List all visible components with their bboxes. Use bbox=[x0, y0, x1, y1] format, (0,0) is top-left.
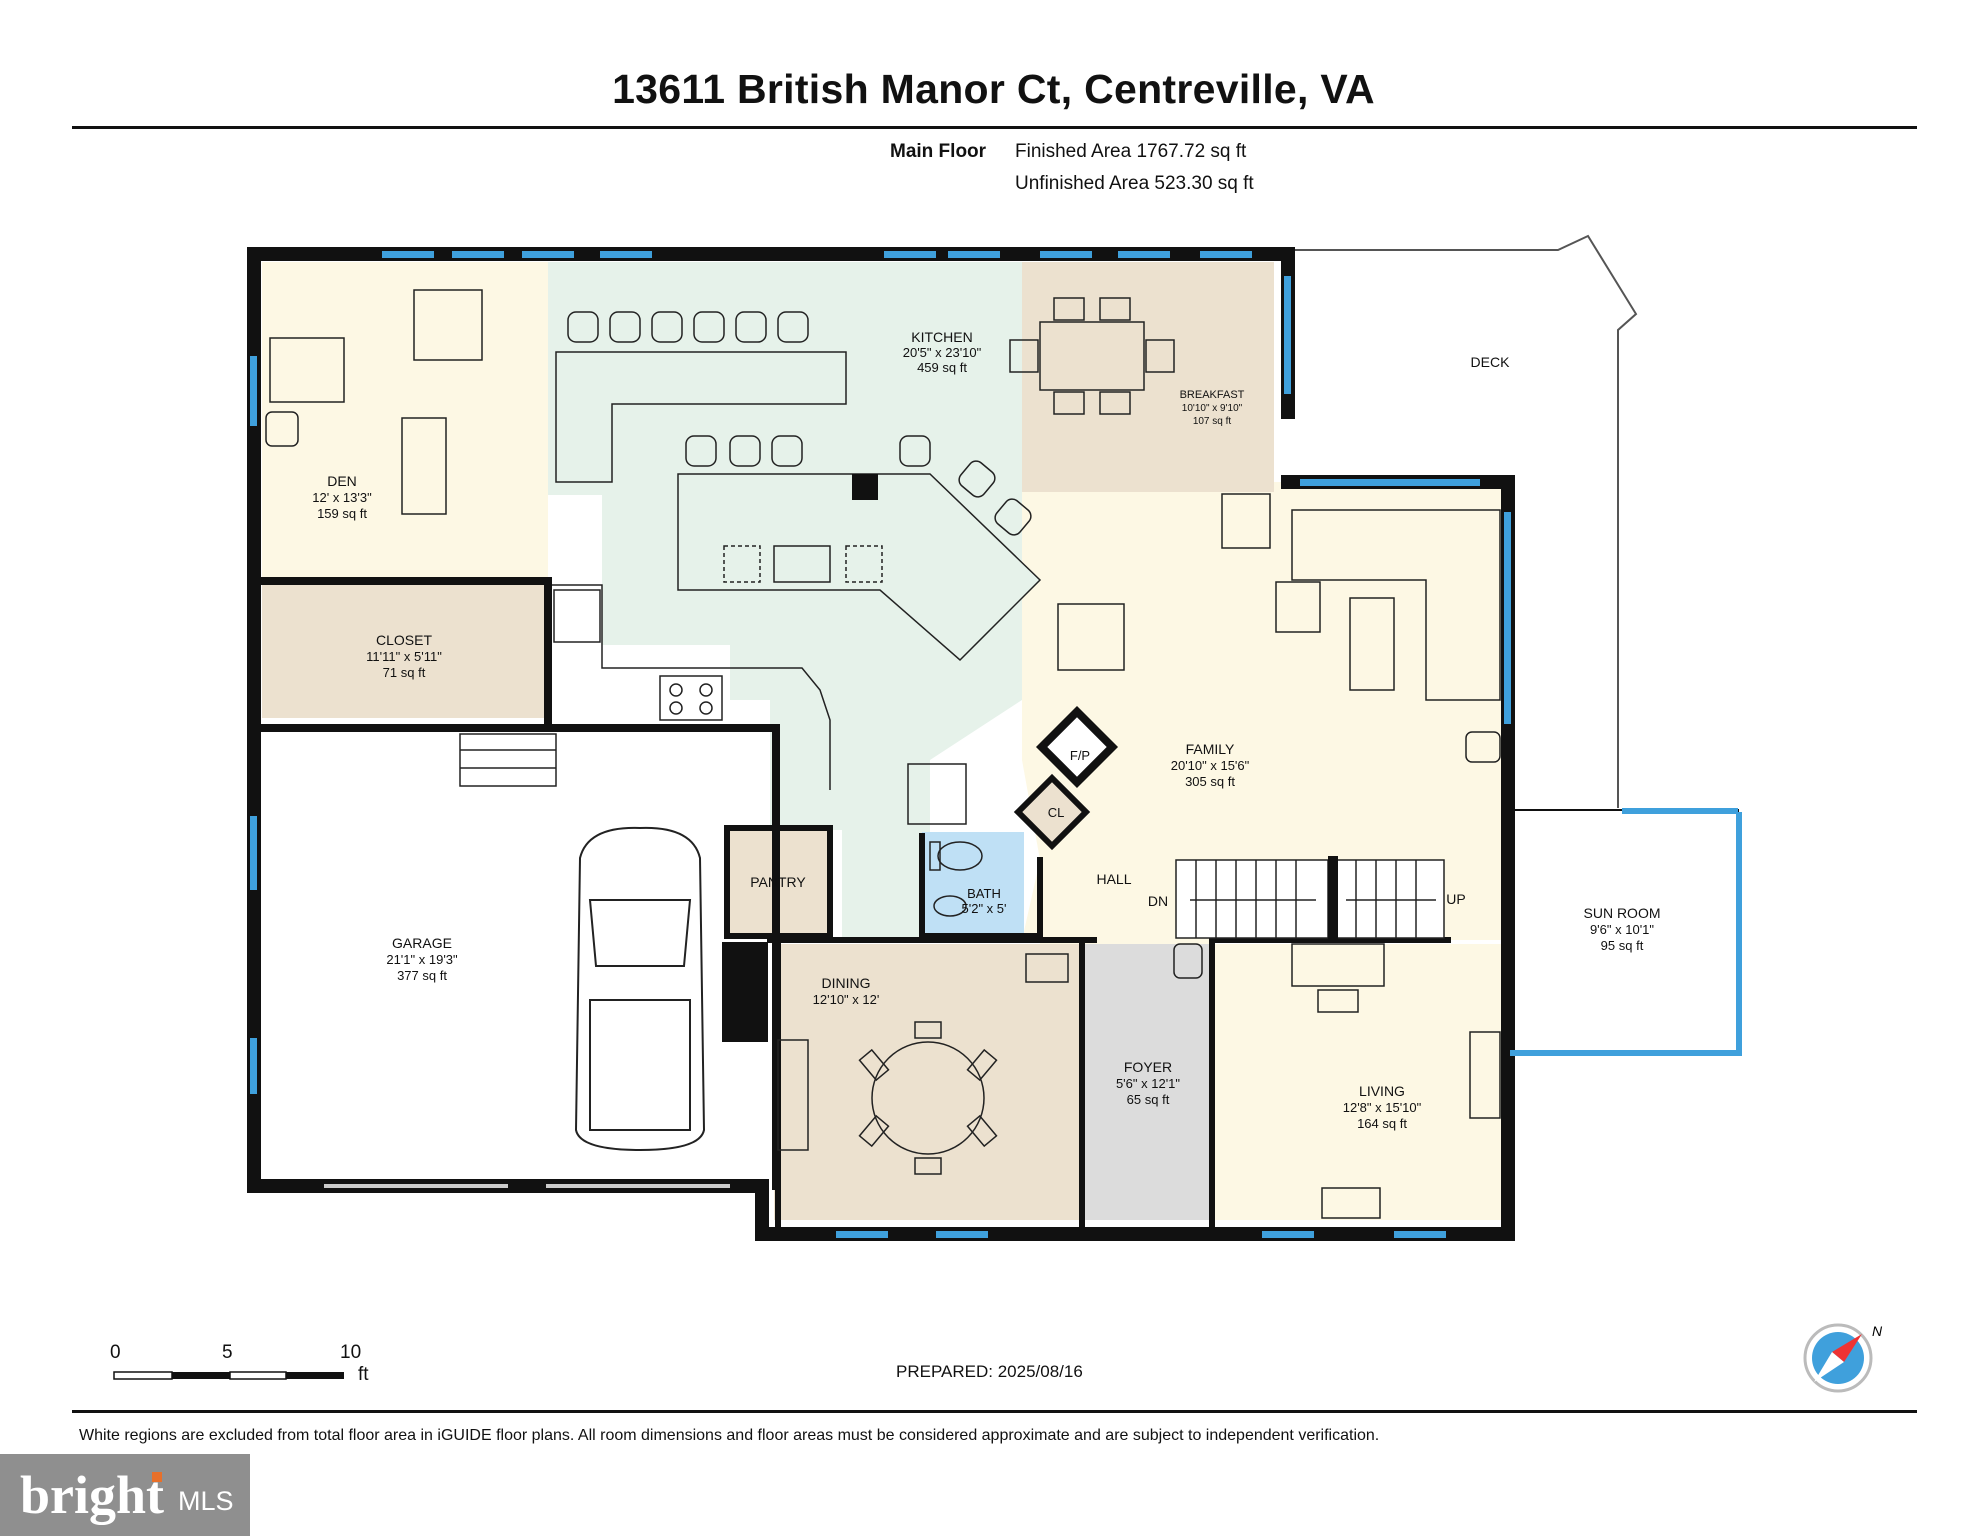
cl-label: CL bbox=[1048, 805, 1065, 820]
bar-stools bbox=[567, 311, 1032, 536]
den-dims: 12' x 13'3" bbox=[312, 490, 372, 505]
unfinished-area: Unfinished Area 523.30 sq ft bbox=[1015, 173, 1254, 194]
living-furniture bbox=[1173, 943, 1501, 1219]
car-icon bbox=[574, 826, 706, 1152]
kitchen-column bbox=[852, 474, 878, 500]
garage-steps bbox=[459, 733, 557, 787]
kitchen-area: 459 sq ft bbox=[917, 360, 967, 375]
refrigerator bbox=[553, 589, 601, 643]
dining-fill bbox=[774, 944, 1082, 1220]
dining-table bbox=[777, 953, 1069, 1175]
family-dims: 20'10" x 15'6" bbox=[1171, 758, 1250, 773]
page-title: 13611 British Manor Ct, Centreville, VA bbox=[612, 66, 1375, 112]
bath-fixtures bbox=[929, 841, 983, 917]
living-name: LIVING bbox=[1359, 1083, 1405, 1099]
cabinet-unit bbox=[907, 763, 967, 825]
scale-tick-5: 5 bbox=[222, 1342, 233, 1363]
bath-fill bbox=[922, 832, 1024, 936]
kitchen-island bbox=[677, 473, 1042, 662]
foyer-area: 65 sq ft bbox=[1127, 1092, 1170, 1107]
kitchen-bar-counter bbox=[555, 351, 847, 483]
garage-area: 377 sq ft bbox=[397, 968, 447, 983]
stairs-up-label: UP bbox=[1446, 891, 1465, 907]
footer-divider bbox=[72, 1410, 1917, 1413]
closet-area: 71 sq ft bbox=[383, 665, 426, 680]
fireplace bbox=[1013, 705, 1119, 851]
breakfast-area: 107 sq ft bbox=[1193, 416, 1232, 427]
family-fill bbox=[1022, 482, 1502, 940]
den-area: 159 sq ft bbox=[317, 506, 367, 521]
closet-fill bbox=[262, 585, 544, 718]
closet-name: CLOSET bbox=[376, 632, 432, 648]
den-name: DEN bbox=[327, 473, 357, 489]
sunroom-dims: 9'6" x 10'1" bbox=[1590, 922, 1654, 937]
garage-fill bbox=[262, 728, 770, 1180]
kitchen-perimeter-counter bbox=[552, 584, 831, 790]
compass-label: N bbox=[1872, 1323, 1883, 1339]
disclaimer: White regions are excluded from total fl… bbox=[79, 1427, 1380, 1444]
pantry-name: PANTRY bbox=[750, 874, 806, 890]
living-area: 164 sq ft bbox=[1357, 1116, 1407, 1131]
bath-dims: 5'2" x 5' bbox=[962, 901, 1007, 916]
garage-dims: 21'1" x 19'3" bbox=[386, 952, 458, 967]
hall-label: HALL bbox=[1096, 871, 1131, 887]
sunroom-area: 95 sq ft bbox=[1601, 938, 1644, 953]
closet-dims: 11'11" x 5'11" bbox=[366, 649, 442, 664]
breakfast-name: BREAKFAST bbox=[1180, 389, 1245, 401]
sink-icon bbox=[723, 545, 883, 583]
dining-dims: 12'10" x 12' bbox=[813, 992, 880, 1007]
family-area: 305 sq ft bbox=[1185, 774, 1235, 789]
family-furniture bbox=[1057, 493, 1501, 763]
scale-bar bbox=[113, 1371, 344, 1380]
breakfast-dims: 10'10" x 9'10" bbox=[1182, 403, 1243, 414]
fireplace-label: F/P bbox=[1070, 748, 1090, 763]
floor-label: Main Floor bbox=[890, 141, 987, 162]
breakfast-fill bbox=[1022, 262, 1274, 492]
deck-name: DECK bbox=[1471, 354, 1511, 370]
stairs-down-label: DN bbox=[1148, 893, 1168, 909]
kitchen-dims: 20'5" x 23'10" bbox=[903, 345, 982, 360]
scale-unit: ft bbox=[358, 1364, 369, 1385]
den-fill bbox=[262, 262, 548, 580]
breakfast-table bbox=[1009, 297, 1175, 415]
windows bbox=[250, 251, 1742, 1238]
stair-divider-wall bbox=[1328, 856, 1338, 940]
foyer-name: FOYER bbox=[1124, 1059, 1172, 1075]
den-furniture bbox=[265, 289, 483, 515]
north-compass-icon bbox=[1803, 1323, 1873, 1393]
header-divider bbox=[72, 126, 1917, 129]
stairs bbox=[1175, 859, 1445, 939]
dining-name: DINING bbox=[822, 975, 871, 991]
logo-accent bbox=[152, 1472, 162, 1482]
finished-area: Finished Area 1767.72 sq ft bbox=[1015, 141, 1247, 162]
deck-outline bbox=[1294, 234, 1638, 808]
kitchen-fill bbox=[548, 262, 1022, 940]
logo-brand: bright bbox=[20, 1465, 165, 1525]
bright-mls-logo: bright MLS bbox=[0, 1454, 250, 1536]
foyer-dims: 5'6" x 12'1" bbox=[1116, 1076, 1180, 1091]
scale-tick-0: 0 bbox=[110, 1342, 121, 1363]
kitchen-name: KITCHEN bbox=[911, 329, 972, 345]
living-dims: 12'8" x 15'10" bbox=[1343, 1100, 1422, 1115]
bath-name: BATH bbox=[967, 886, 1001, 901]
garage-name: GARAGE bbox=[392, 935, 452, 951]
scale-tick-10: 10 bbox=[340, 1342, 362, 1363]
family-name: FAMILY bbox=[1186, 741, 1235, 757]
dining-cabinet bbox=[722, 942, 768, 1042]
logo-suffix: MLS bbox=[178, 1486, 234, 1516]
stove-icon bbox=[659, 675, 723, 721]
prepared-date: PREPARED: 2025/08/16 bbox=[896, 1362, 1083, 1381]
sunroom-name: SUN ROOM bbox=[1584, 905, 1661, 921]
foyer-fill bbox=[1082, 944, 1212, 1220]
